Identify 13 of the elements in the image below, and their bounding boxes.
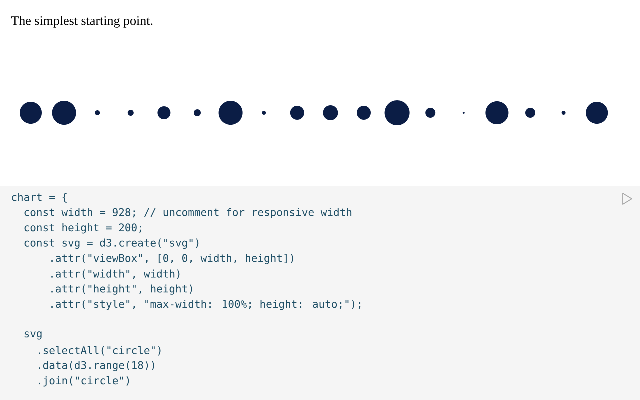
code-line: const svg = d3.create("svg") xyxy=(24,238,199,250)
code-line: svg xyxy=(24,332,42,340)
code-line: const width = 928; // uncomment for responsive width xyxy=(24,208,352,218)
code-line: .attr("width", width) xyxy=(52,270,180,280)
code-line: .selectAll("circle") xyxy=(39,346,161,356)
code-line: chart = { xyxy=(12,193,67,203)
code-line: .attr("style", "max-width: 100%; height: auto;"); xyxy=(52,300,361,310)
code-line: const height = 200; xyxy=(24,224,142,234)
code-line: .attr("height", height) xyxy=(52,284,192,295)
code-line: .join("circle") xyxy=(39,376,130,387)
code-line: .data(d3.range(18)) xyxy=(39,361,154,372)
code-line: .attr("viewBox", [0, 0, width, height]) xyxy=(52,254,294,264)
intro-text: The simplest starting point. xyxy=(11,16,153,28)
